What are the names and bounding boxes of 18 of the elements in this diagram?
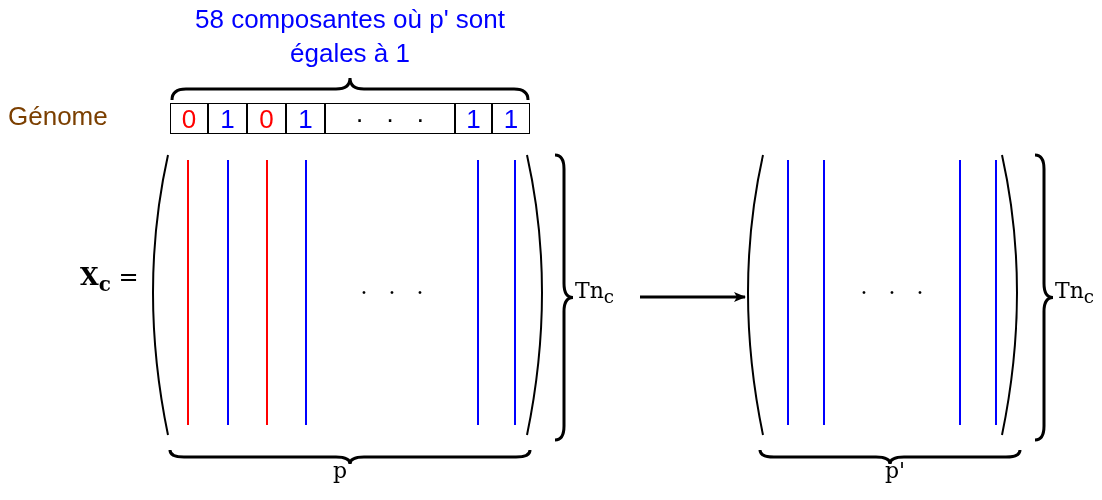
row-label: Génome [8, 100, 108, 133]
dimension-text: p' [883, 458, 907, 483]
genome-bar [170, 103, 530, 134]
ellipsis-cell: · · · [325, 103, 455, 134]
matrix-name: X$_{c}$ = [80, 262, 139, 296]
bit-cell: 1 [286, 103, 325, 134]
dimension-text: Tn$_{c}$ [1055, 278, 1095, 308]
bit-cell: 1 [492, 103, 530, 134]
annotation-text: 58 composantes où p' sont égales à 1 [194, 3, 506, 70]
dimension-text: p [331, 458, 349, 483]
bit-cell: 1 [455, 103, 492, 134]
dimension-text: Tn$_{c}$ [575, 278, 615, 308]
ellipsis: · · · [359, 280, 425, 305]
bit-cell: 1 [208, 103, 247, 134]
bit-cell: 0 [170, 103, 208, 134]
bit-cell: 0 [247, 103, 286, 134]
arrow [640, 292, 746, 302]
ellipsis: · · · [859, 280, 925, 305]
